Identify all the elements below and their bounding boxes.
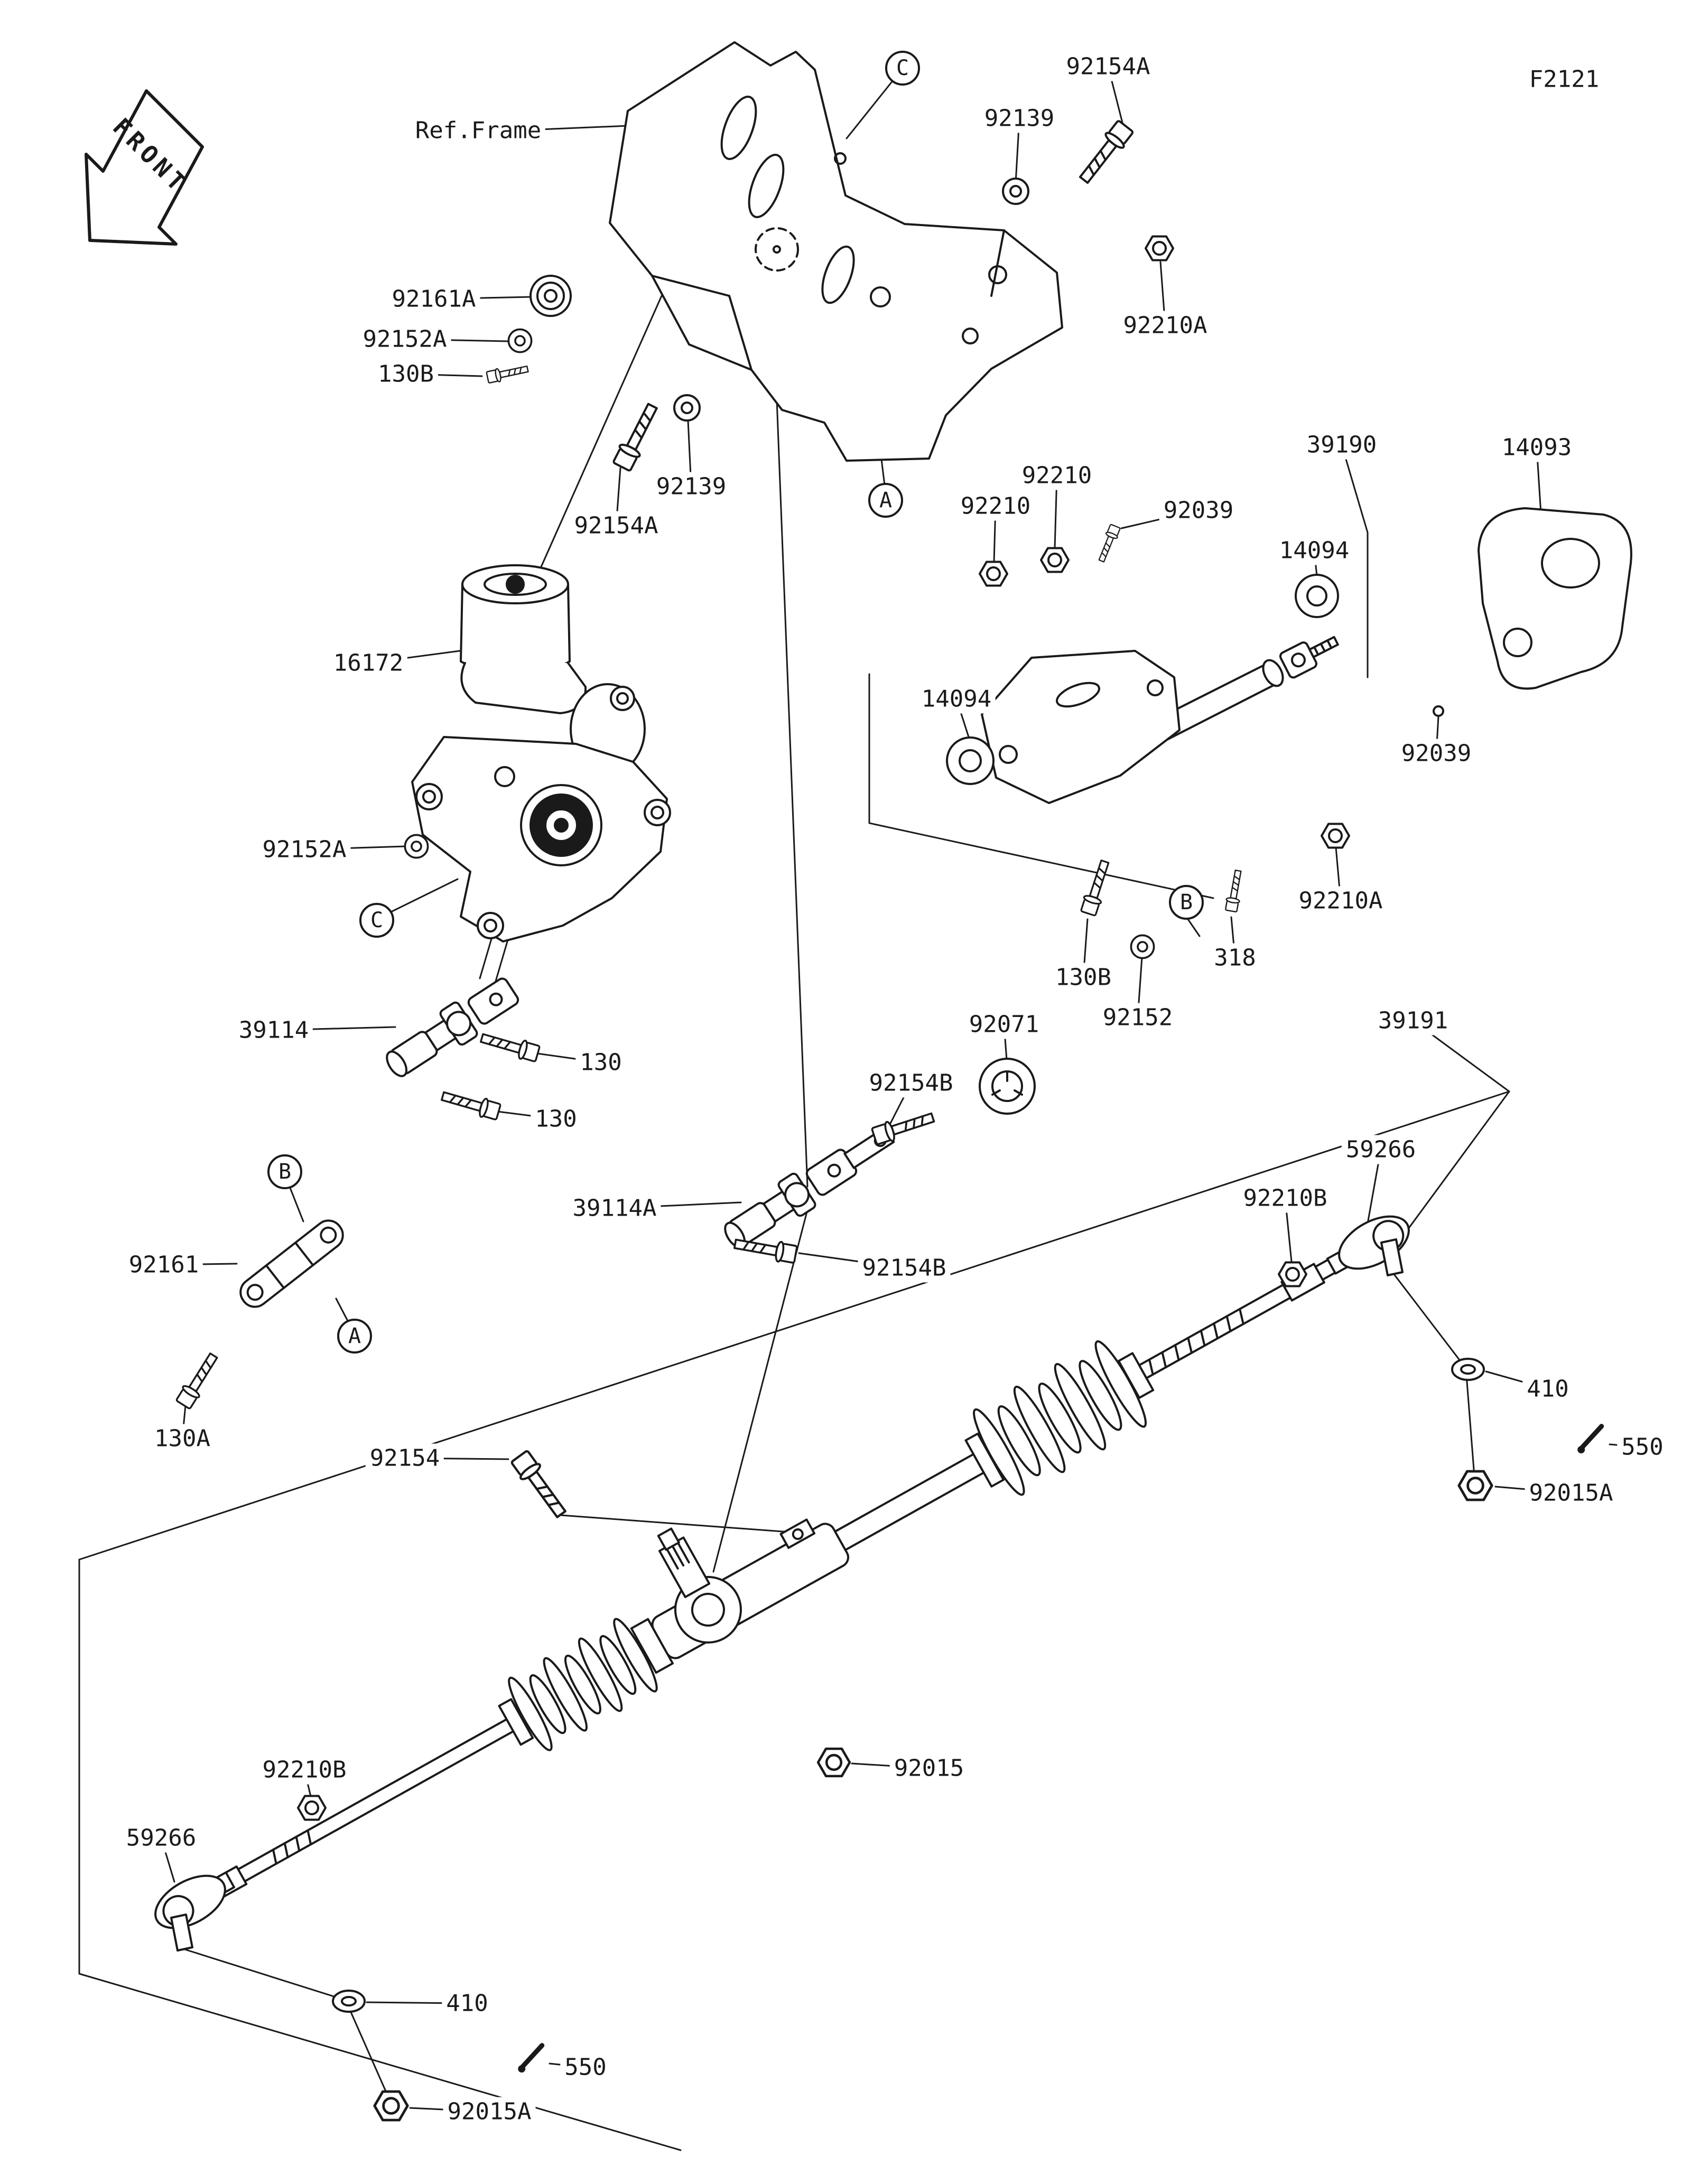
- page-code-label: F2121: [1525, 64, 1604, 94]
- part-label-92210b-1: 92210B: [1239, 1183, 1332, 1213]
- part-label-14093: 14093: [1497, 433, 1576, 462]
- ref-balloon-a-1: A: [868, 483, 903, 518]
- part-label-92154b-2: 92154B: [858, 1253, 951, 1283]
- part-label-130b-1: 130B: [374, 359, 438, 389]
- part-label-130a: 130A: [150, 1424, 215, 1453]
- bushing-drawings: [946, 574, 1339, 785]
- part-label-92154b-1: 92154B: [865, 1068, 958, 1098]
- part-label-39114: 39114: [234, 1015, 313, 1045]
- part-label-92210b-2: 92210B: [258, 1755, 351, 1785]
- part-label-92161a: 92161A: [387, 284, 480, 314]
- construction-lines: [78, 291, 1510, 2151]
- tie-rod-end-left-drawing: [154, 1871, 235, 1952]
- part-label-92139-2: 92139: [652, 472, 731, 501]
- part-label-14094-2: 14094: [917, 684, 996, 714]
- eps-unit-drawing: [411, 564, 671, 942]
- grommet-drawing: [979, 1058, 1036, 1115]
- part-label-92015a-1: 92015A: [1525, 1478, 1618, 1508]
- part-label-410-2: 410: [442, 1989, 493, 2018]
- ujoint-upper-drawing: [386, 977, 519, 1077]
- rack-assembly-drawing: [154, 1215, 1485, 2013]
- ref-balloon-c-2: C: [359, 903, 394, 938]
- part-label-59266-1: 59266: [1341, 1135, 1420, 1164]
- part-label-92154: 92154: [365, 1443, 444, 1473]
- part-label-59266-2: 59266: [122, 1823, 201, 1853]
- part-label-92071: 92071: [964, 1010, 1044, 1039]
- tie-rod-end-right-drawing: [1326, 1215, 1410, 1276]
- part-label-92152a-1: 92152A: [358, 324, 451, 354]
- part-label-550-1: 550: [1617, 1432, 1668, 1462]
- part-label-410-1: 410: [1522, 1374, 1573, 1404]
- ref-balloon-b-1: B: [1169, 885, 1204, 920]
- part-label-92015: 92015: [889, 1753, 969, 1783]
- part-label-92039-1: 92039: [1159, 496, 1238, 525]
- part-label-16172: 16172: [329, 648, 408, 678]
- part-label-92152a-2: 92152A: [258, 835, 351, 864]
- part-label-550-2: 550: [560, 2052, 611, 2082]
- ref-balloon-b-2: B: [267, 1154, 302, 1189]
- steering-column-drawing: [981, 636, 1339, 804]
- part-label-92161: 92161: [124, 1250, 203, 1280]
- fastener-drawings: [174, 118, 1608, 2120]
- part-label-92039-2: 92039: [1397, 739, 1476, 768]
- part-label-130-1: 130: [575, 1048, 626, 1077]
- part-label-92015a-2: 92015A: [443, 2097, 536, 2126]
- part-label-39190: 39190: [1302, 430, 1381, 460]
- front-direction-arrow: [85, 89, 204, 246]
- part-label-39114a: 39114A: [568, 1193, 661, 1223]
- ref-balloon-c-1: C: [885, 51, 920, 86]
- part-label-92210a-2: 92210A: [1294, 886, 1387, 916]
- part-label-92154a-2: 92154A: [570, 511, 663, 540]
- part-label-318: 318: [1210, 943, 1260, 973]
- ref-balloon-a-2: A: [337, 1319, 372, 1354]
- ujoint-lower-drawing: [724, 1126, 895, 1248]
- ref-frame-label: Ref.Frame: [411, 116, 546, 145]
- column-cover-drawing: [1478, 507, 1632, 690]
- part-label-92152: 92152: [1098, 1003, 1177, 1032]
- link-drawing: [239, 1219, 344, 1308]
- part-label-92210a-1: 92210A: [1119, 311, 1212, 340]
- frame-drawing: [609, 41, 1063, 462]
- part-label-92154a-1: 92154A: [1062, 52, 1155, 81]
- part-label-92139-1: 92139: [980, 104, 1059, 133]
- part-label-130b-2: 130B: [1051, 963, 1116, 992]
- part-label-39191: 39191: [1373, 1006, 1453, 1035]
- part-label-92210-1: 92210: [1017, 461, 1097, 490]
- part-label-14094-1: 14094: [1275, 536, 1354, 565]
- part-label-130-2: 130: [531, 1104, 581, 1134]
- part-label-92210-2: 92210: [956, 491, 1035, 521]
